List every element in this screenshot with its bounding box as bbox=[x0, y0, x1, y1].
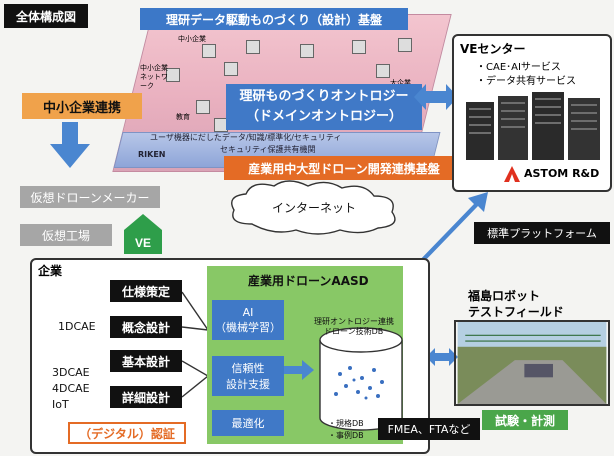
tool-label: IoT bbox=[52, 398, 69, 411]
tool-label: 3DCAE bbox=[52, 366, 90, 379]
server-node-icon bbox=[376, 64, 390, 78]
test-field-image-icon bbox=[457, 322, 607, 404]
test-field-title: 福島ロボット テストフィールド bbox=[468, 288, 564, 320]
node-label: 教育 bbox=[176, 113, 190, 121]
connector-lines bbox=[182, 291, 208, 398]
db-item: ・事例DB bbox=[328, 431, 364, 440]
ve-small-label: VE bbox=[135, 236, 151, 250]
down-arrow-icon bbox=[50, 122, 90, 168]
fmea-fta-label: FMEA、FTAなど bbox=[378, 418, 480, 440]
test-measure-label: 試験・計測 bbox=[482, 410, 568, 430]
security-line: セキュリティ保護共有機関 bbox=[220, 145, 316, 154]
server-node-icon bbox=[202, 44, 216, 58]
reliability-line1: 信頼性 bbox=[231, 362, 265, 375]
ontology-line2: （ドメインオントロジー） bbox=[245, 109, 402, 124]
diagonal-arrow-icon bbox=[406, 192, 488, 278]
bidirectional-arrow-icon bbox=[426, 348, 458, 366]
astom-logo-icon bbox=[504, 166, 520, 182]
bidirectional-arrow-icon bbox=[414, 84, 458, 110]
server-racks-icon bbox=[466, 92, 600, 160]
step-concept: 概念設計 bbox=[110, 316, 182, 338]
server-node-icon bbox=[224, 62, 238, 76]
ai-line1: AI bbox=[242, 305, 254, 319]
aasd-title: 産業用ドローンAASD bbox=[248, 274, 369, 288]
ai-box: AI （機械学習） bbox=[212, 300, 284, 340]
reliability-box: 信頼性 設計支援 bbox=[212, 356, 284, 396]
internet-cloud-icon: インターネット bbox=[231, 180, 396, 235]
step-basic: 基本設計 bbox=[110, 350, 182, 372]
users-line: ユーザ機器にだしたデータ/知識/標準化/セキュリティ bbox=[150, 133, 342, 142]
arrow-right-icon bbox=[284, 360, 314, 380]
ve-house-icon: VE bbox=[124, 214, 162, 254]
reliability-line2: 設計支援 bbox=[226, 378, 270, 391]
test-field-title-line2: テストフィールド bbox=[468, 305, 564, 319]
page-title: 全体構成図 bbox=[4, 4, 88, 28]
ontology-line1: 理研ものづくりオントロジー bbox=[239, 89, 409, 104]
server-node-icon bbox=[166, 68, 180, 82]
virtual-drone-maker: 仮想ドローンメーカー bbox=[20, 186, 160, 208]
server-node-icon bbox=[300, 44, 314, 58]
internet-label: インターネット bbox=[272, 201, 356, 215]
test-field-photo bbox=[454, 320, 610, 406]
ve-center-title: VEセンター bbox=[460, 42, 526, 56]
db-title-line1: 理研オントロジー連携 bbox=[314, 317, 394, 326]
step-spec: 仕様策定 bbox=[110, 280, 182, 302]
step-digital-cert: （デジタル）認証 bbox=[68, 422, 186, 444]
test-field-title-line1: 福島ロボット bbox=[468, 289, 541, 303]
riken-logo: RIKEN bbox=[138, 150, 166, 159]
virtual-factory: 仮想工場 bbox=[20, 224, 112, 246]
sme-collaboration: 中小企業連携 bbox=[22, 93, 142, 119]
ve-center-item: ・データ共有サービス bbox=[476, 76, 576, 87]
node-label: 大企業 bbox=[390, 79, 411, 87]
company-title: 企業 bbox=[38, 264, 63, 278]
db-title-line2: ドローン技術DB bbox=[324, 327, 384, 336]
astom-logo-text: ASTOM R&D bbox=[524, 167, 600, 180]
database-cylinder-icon bbox=[319, 327, 403, 431]
step-detail: 詳細設計 bbox=[110, 386, 182, 408]
ai-line2: （機械学習） bbox=[215, 320, 281, 334]
server-node-icon bbox=[196, 100, 210, 114]
tool-label: 4DCAE bbox=[52, 382, 90, 395]
tool-label: 1DCAE bbox=[58, 320, 96, 333]
server-node-icon bbox=[246, 40, 260, 54]
ontology-box: 理研ものづくりオントロジー （ドメインオントロジー） bbox=[226, 84, 422, 130]
server-node-icon bbox=[398, 38, 412, 52]
db-item: ・規格DB bbox=[328, 419, 364, 428]
ve-center-panel: VEセンター ・CAE･AIサービス ・データ共有サービス ASTOM R&D bbox=[452, 34, 612, 192]
standard-platform: 標準プラットフォーム bbox=[474, 222, 610, 244]
ve-center-item: ・CAE･AIサービス bbox=[476, 62, 561, 73]
optimization-box: 最適化 bbox=[212, 410, 284, 436]
drone-collaboration-platform: 産業用中大型ドローン開発連携基盤 bbox=[224, 156, 464, 180]
node-label: 中小企業 bbox=[178, 35, 206, 43]
node-label: 中小企業ネットワーク bbox=[140, 64, 168, 90]
server-node-icon bbox=[352, 40, 366, 54]
platform-top-label: 理研データ駆動ものづくり（設計）基盤 bbox=[140, 8, 408, 30]
